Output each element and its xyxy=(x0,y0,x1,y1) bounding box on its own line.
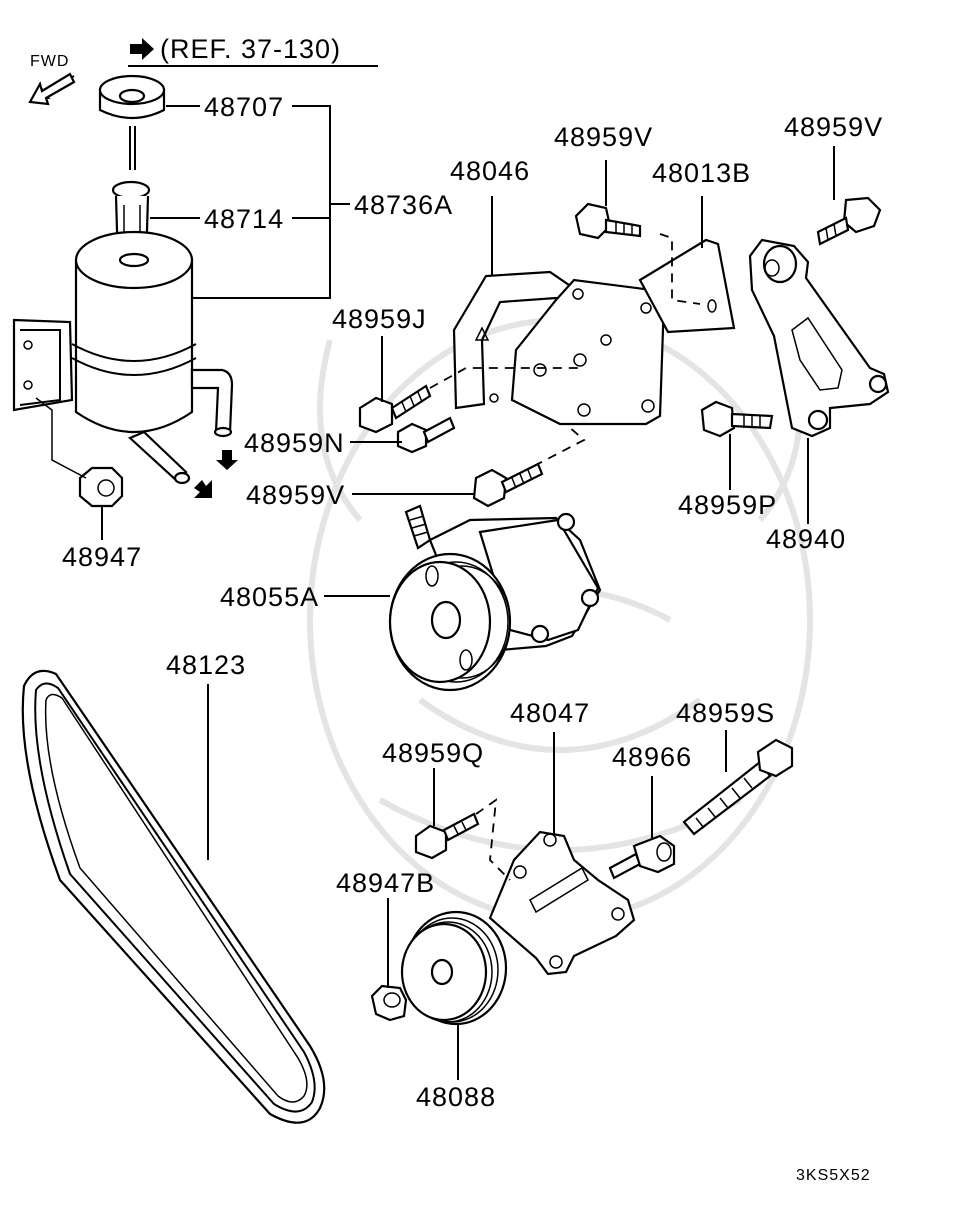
flow-arrow-icon xyxy=(194,480,212,498)
pulley-48088 xyxy=(400,910,508,1026)
bracket-48940 xyxy=(748,238,890,438)
label-48959V-right: 48959V xyxy=(784,112,883,142)
label-48736A: 48736A xyxy=(354,190,453,220)
bolt-48959V-top xyxy=(574,202,642,240)
label-48959Q: 48959Q xyxy=(382,738,484,768)
label-48959J: 48959J xyxy=(332,304,427,334)
bolt-48959V-right xyxy=(816,196,882,246)
nut-48947 xyxy=(78,466,124,508)
label-48047: 48047 xyxy=(510,698,590,728)
bolt-48959S xyxy=(682,738,794,836)
label-48940: 48940 xyxy=(766,524,846,554)
label-48959S: 48959S xyxy=(676,698,775,728)
bolt-48959P xyxy=(700,400,774,438)
bracket-48046 xyxy=(452,270,666,426)
spacer-48966 xyxy=(608,834,676,880)
label-48959P: 48959P xyxy=(678,490,777,520)
plate-48013B xyxy=(638,238,736,334)
bracket-48047 xyxy=(488,830,636,976)
label-48046: 48046 xyxy=(450,156,530,186)
flow-arrow-icon xyxy=(216,450,238,470)
label-48966: 48966 xyxy=(612,742,692,772)
label-48088: 48088 xyxy=(416,1082,496,1112)
label-48947B: 48947B xyxy=(336,868,435,898)
label-48123: 48123 xyxy=(166,650,246,680)
reservoir-cap xyxy=(98,74,166,170)
label-48055A: 48055A xyxy=(220,582,319,612)
label-48013B: 48013B xyxy=(652,158,751,188)
label-48714: 48714 xyxy=(204,204,284,234)
pump-48055A xyxy=(388,504,602,692)
belt-48123 xyxy=(21,669,326,1124)
nut-48947B xyxy=(370,984,408,1022)
diagram-code: 3KS5X52 xyxy=(796,1167,871,1184)
label-48947: 48947 xyxy=(62,542,142,572)
ref-arrow-icon xyxy=(130,38,154,60)
bolt-48959N xyxy=(396,416,456,454)
reservoir-body xyxy=(12,230,234,485)
bolt-48959J xyxy=(358,384,432,434)
bolt-48959Q xyxy=(414,812,480,860)
label-48707: 48707 xyxy=(204,92,284,122)
ref-label: (REF. 37-130) xyxy=(160,34,341,64)
fwd-arrow-icon xyxy=(28,72,76,106)
label-48959V-top: 48959V xyxy=(554,122,653,152)
label-48959N: 48959N xyxy=(244,428,345,458)
bolt-48959V-center xyxy=(472,462,544,508)
label-48959V-center: 48959V xyxy=(246,480,345,510)
fwd-label: FWD xyxy=(30,53,69,70)
